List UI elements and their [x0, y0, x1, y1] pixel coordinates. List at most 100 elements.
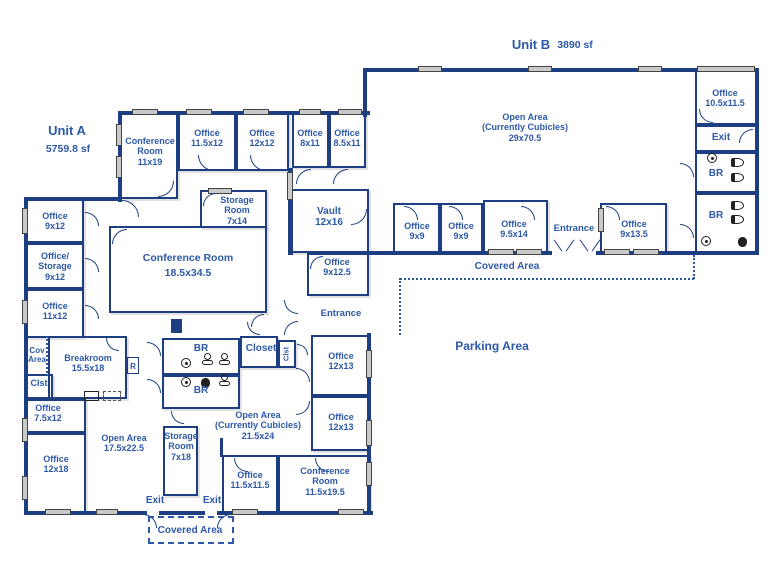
- label-line: Unit B: [511, 37, 551, 52]
- window-marker: [45, 509, 71, 515]
- wall-segment: [288, 168, 293, 255]
- label-line: Office: [328, 412, 354, 422]
- label-br-a1: BR: [194, 343, 208, 354]
- toilet-icon: [221, 353, 228, 360]
- toilet-icon: [731, 173, 744, 182]
- door-arc: [85, 305, 99, 319]
- label-line: Office: [712, 88, 738, 98]
- label-line: 10.5x11.5: [705, 98, 745, 109]
- label-line: 18.5x34.5: [164, 267, 212, 280]
- label-line: R: [130, 362, 136, 371]
- window-marker: [633, 249, 659, 255]
- label-entrance-a: Entrance: [320, 308, 362, 320]
- label-line: 9x12: [44, 271, 66, 282]
- label-line: Office: [324, 257, 350, 267]
- door-arc: [680, 224, 694, 238]
- room-outline: [307, 253, 369, 296]
- window-marker: [287, 172, 293, 200]
- label-line: Entrance: [320, 308, 362, 319]
- covered-area-dashed-line: [46, 336, 48, 376]
- label-unit-b-area: 3890 sf: [557, 39, 593, 52]
- label-line: 11.5x19.5: [305, 486, 345, 497]
- window-marker: [243, 109, 269, 115]
- sink-icon: [701, 236, 711, 246]
- label-line: Exit: [711, 132, 731, 143]
- label-line: 11x12: [42, 311, 68, 322]
- label-exit-a1: Exit: [146, 495, 164, 506]
- window-marker: [132, 109, 158, 115]
- door-arc: [297, 344, 308, 355]
- label-clst-b: Clst: [282, 347, 292, 361]
- label-exit-b: Exit: [712, 132, 730, 143]
- room-outline: [278, 340, 296, 368]
- double-door-mark: [553, 239, 563, 252]
- window-marker: [366, 420, 372, 446]
- door-arc: [296, 368, 310, 382]
- label-line: Storage: [164, 431, 198, 441]
- label-open-area-a2: Open Area(Currently Cubicles)21.5x24: [215, 410, 301, 441]
- counter-sink-icon: [84, 391, 99, 401]
- window-marker: [638, 66, 662, 72]
- label-exit-a2: Exit: [203, 495, 221, 506]
- toilet-seat: [219, 381, 230, 386]
- window-marker: [22, 418, 28, 442]
- label-line: 17.5x22.5: [103, 443, 145, 454]
- label-line: Office: [43, 454, 69, 464]
- wall-segment: [220, 438, 223, 457]
- label-line: Office: [297, 128, 323, 138]
- window-marker: [96, 509, 118, 515]
- room-outline: [240, 336, 278, 368]
- door-arc: [217, 514, 231, 528]
- window-marker: [528, 66, 552, 72]
- door-arc: [284, 300, 298, 314]
- label-line: Office: [249, 128, 275, 138]
- label-line: Room: [224, 205, 250, 216]
- room-outline: [109, 226, 267, 313]
- door-arc: [739, 129, 753, 143]
- sink-drain: [184, 380, 188, 384]
- door-opening: [147, 511, 159, 515]
- window-marker: [598, 208, 604, 232]
- label-line: 8x11: [300, 138, 320, 149]
- label-line: Open Area: [502, 112, 548, 122]
- wall-segment: [24, 197, 28, 515]
- door-arc: [147, 342, 161, 356]
- refrigerator-icon: [127, 357, 139, 374]
- wall-segment: [596, 251, 759, 255]
- label-line: Cov: [29, 346, 45, 355]
- label-line: Covered Area: [474, 261, 540, 272]
- room-outline: [162, 338, 240, 375]
- door-arc: [333, 169, 348, 184]
- toilet-icon: [221, 374, 228, 381]
- wall-segment: [755, 68, 759, 255]
- label-line: Conference: [300, 466, 350, 476]
- window-marker: [22, 208, 28, 234]
- covered-area-dashed-line: [400, 278, 694, 280]
- label-line: Office: [42, 211, 68, 221]
- label-br-b2: BR: [709, 210, 723, 221]
- label-unit-b-name: Unit B: [511, 37, 551, 53]
- sink-drain: [710, 156, 714, 160]
- room-outline: [48, 336, 127, 399]
- label-br-b1: BR: [709, 168, 723, 179]
- label-line: Storage: [220, 195, 254, 205]
- toilet-seat: [219, 360, 230, 365]
- wall-segment: [24, 511, 373, 515]
- door-arc: [203, 193, 216, 206]
- label-line: 8.5x11: [333, 138, 361, 149]
- covered-area-dashed-line: [693, 255, 695, 279]
- door-arc: [251, 314, 264, 327]
- label-line: 11x19: [137, 156, 163, 167]
- label-line: Open Area: [235, 410, 281, 420]
- label-unit-a-area: 5759.8 sf: [46, 143, 90, 156]
